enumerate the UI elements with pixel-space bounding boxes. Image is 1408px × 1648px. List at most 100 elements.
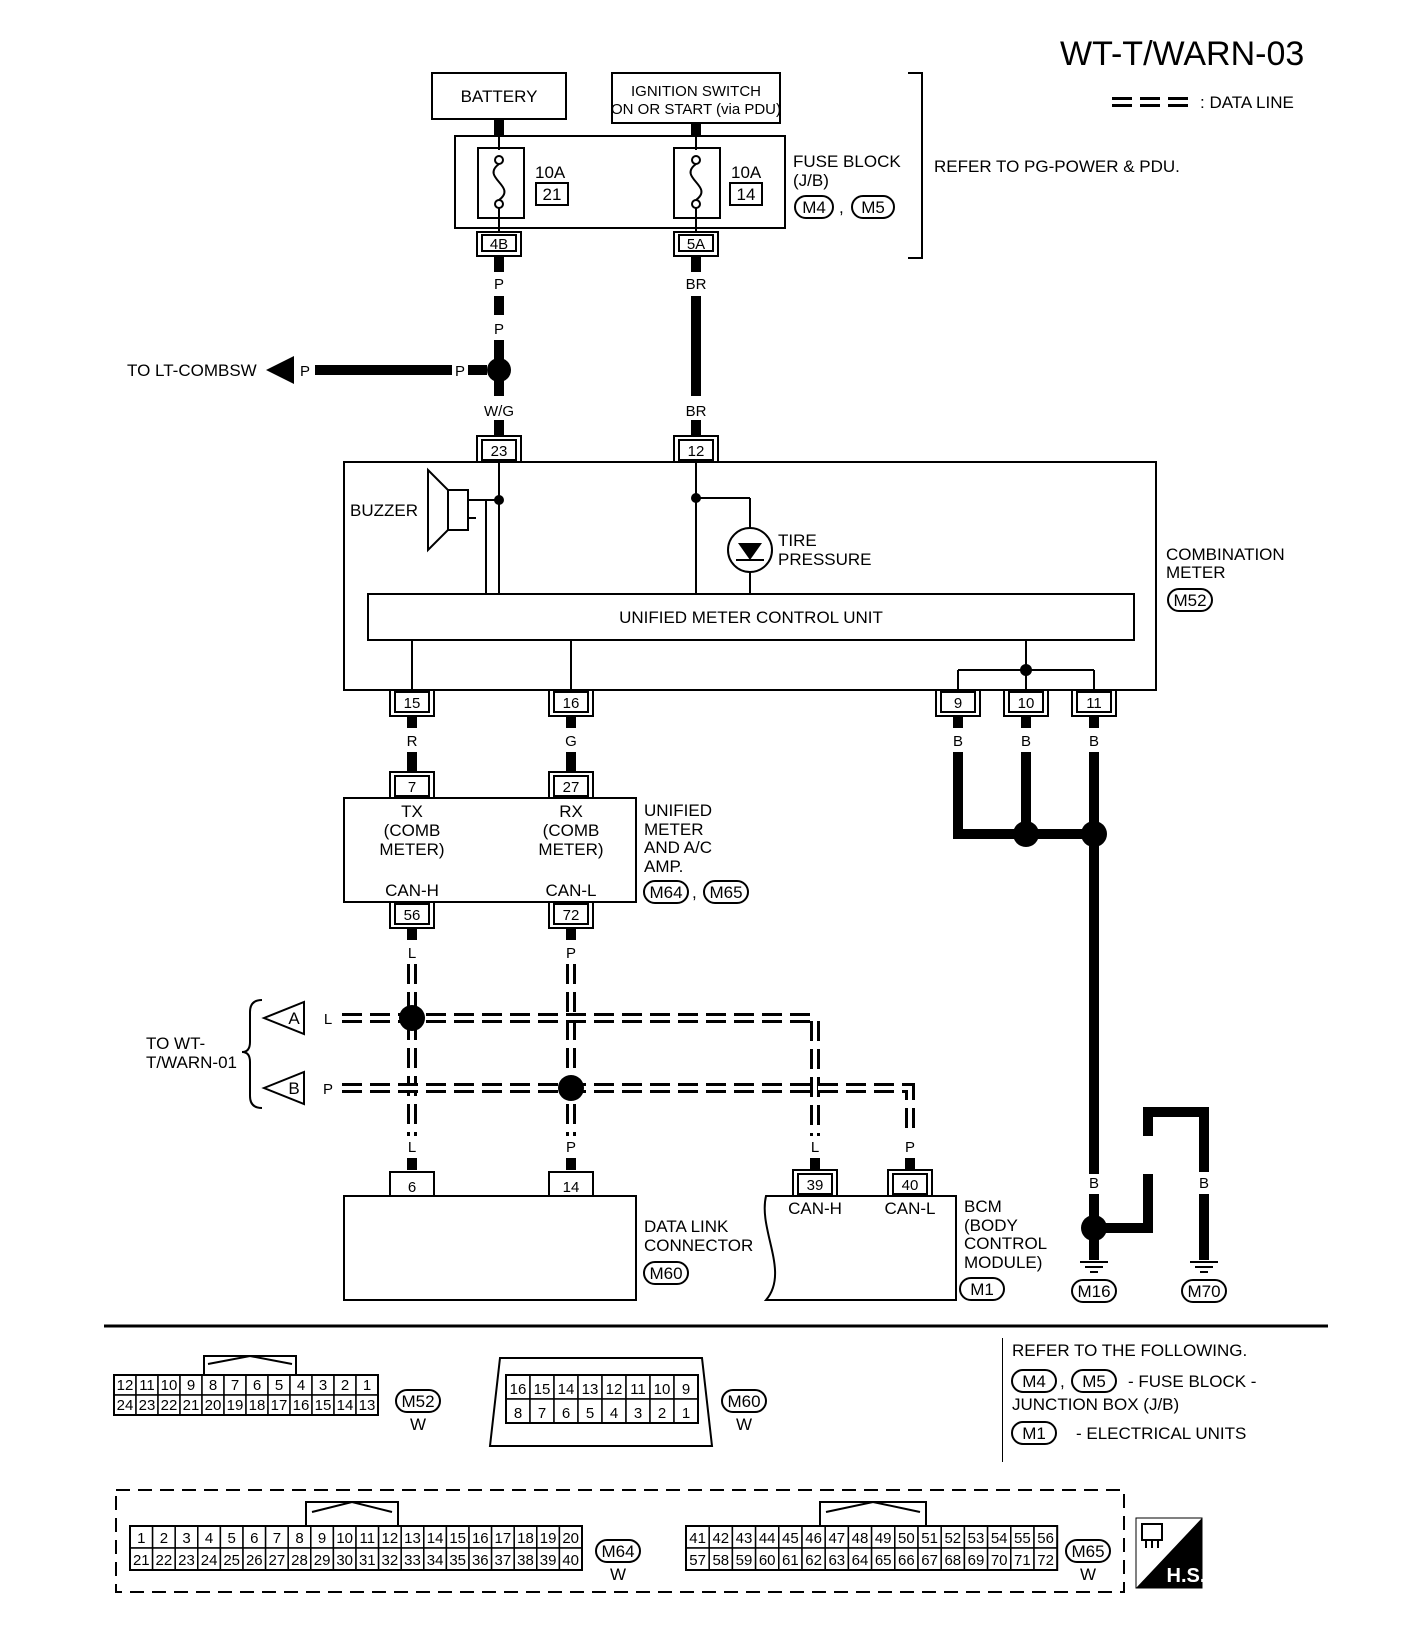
to-warn01-line1: TO WT- — [146, 1034, 205, 1053]
refer-pg-power: REFER TO PG-POWER & PDU. — [934, 157, 1180, 176]
connector-pin-label: 51 — [921, 1530, 938, 1547]
connector-outline — [129, 1525, 583, 1571]
connector-pin-label: 16 — [293, 1397, 310, 1414]
connector-pin-label: 5 — [275, 1377, 283, 1394]
connector-pin-label: 4 — [205, 1530, 213, 1547]
fuse-block-label: FUSE BLOCK — [793, 152, 901, 171]
connector-pin-label: 53 — [968, 1530, 985, 1547]
wire-p-label-6: P — [566, 1139, 576, 1156]
connector-pin-label: 57 — [689, 1552, 706, 1569]
connector-pin-label: 54 — [991, 1530, 1008, 1547]
connector-pin-label: 12 — [117, 1377, 134, 1394]
connector-pin-label: 19 — [227, 1397, 244, 1414]
connector-pin-label: 11 — [630, 1381, 646, 1398]
ground-icon-m16 — [1080, 1261, 1108, 1273]
bcm-label-2: (BODY — [964, 1216, 1018, 1235]
connector-pin-label: 6 — [253, 1377, 261, 1394]
connector-pin-label: 1 — [363, 1377, 371, 1394]
connector-m64-face — [305, 1500, 399, 1526]
bcm-label-1: BCM — [964, 1197, 1002, 1216]
connector-pin-label: 41 — [689, 1530, 706, 1547]
connector-outline — [113, 1374, 379, 1416]
wire-b-label-g3: B — [1199, 1175, 1209, 1192]
connector-pin-label: 64 — [852, 1552, 869, 1569]
connector-pin-label: 33 — [404, 1552, 421, 1569]
bcm-pin-39: 39 — [807, 1177, 824, 1194]
connector-pin-label: 20 — [562, 1530, 579, 1547]
connector-pin-label: 28 — [291, 1552, 308, 1569]
unified-label-3: AND A/C — [644, 838, 712, 857]
hs-badge: H.S. — [1135, 1517, 1205, 1589]
wire-b-label-g1: B — [1089, 1175, 1099, 1192]
connector-pin-label: 47 — [828, 1530, 845, 1547]
connector-outline — [505, 1374, 699, 1424]
ignition-line2: ON OR START (via PDU) — [611, 101, 781, 118]
can-data-lines: L L P P L P — [342, 928, 915, 1170]
battery-label: BATTERY — [461, 87, 538, 106]
dlc-pin-6: 6 — [408, 1179, 416, 1196]
connector-pin-label: 1 — [137, 1530, 145, 1547]
m52-color: W — [410, 1415, 426, 1434]
connector-pin-label: 3 — [182, 1530, 190, 1547]
connector-pin-label: 15 — [534, 1381, 551, 1398]
connector-pin-label: 61 — [782, 1552, 799, 1569]
connector-pin-label: 39 — [540, 1552, 557, 1569]
connector-pin-label: 23 — [178, 1552, 195, 1569]
connector-pin-label: 23 — [139, 1397, 156, 1414]
fuse2-number: 14 — [737, 185, 756, 204]
to-warn01-line2: T/WARN-01 — [146, 1053, 237, 1072]
connector-pin-label: 2 — [658, 1405, 666, 1422]
connector-a-label: A — [288, 1009, 300, 1028]
connector-pin-label: 36 — [472, 1552, 489, 1569]
pin-27-label: 27 — [563, 779, 580, 796]
connector-m52-face — [203, 1354, 297, 1375]
connector-pin-label: 60 — [759, 1552, 776, 1569]
wire-p-label-8: P — [323, 1081, 333, 1098]
connector-pin-label: 37 — [495, 1552, 512, 1569]
connector-pin-label: 11 — [139, 1377, 155, 1394]
pin-15-label: 15 — [404, 695, 421, 712]
wire-p-label-5: P — [566, 945, 576, 962]
connector-pin-label: 7 — [538, 1405, 546, 1422]
unified-meter-control-unit — [367, 593, 1135, 641]
fuse-block: 10A 21 10A 14 — [454, 135, 786, 238]
connector-pin-label: 11 — [360, 1530, 376, 1547]
ground-icon-m70 — [1190, 1261, 1218, 1273]
connector-pin-label: 15 — [315, 1397, 332, 1414]
terminal-5a: 5A — [673, 231, 719, 257]
bcm-canl-label: CAN-L — [884, 1199, 935, 1218]
terminal-4b: 4B — [476, 231, 522, 257]
pin-10-label: 10 — [1018, 695, 1035, 712]
refer-m5: M5 — [1082, 1372, 1106, 1391]
connector-pin-label: 55 — [1014, 1530, 1031, 1547]
bcm-pin-40: 40 — [902, 1177, 919, 1194]
rx-label: RX — [559, 802, 583, 821]
connector-pin-label: 72 — [1037, 1552, 1054, 1569]
control-unit-label: UNIFIED METER CONTROL UNIT — [619, 608, 883, 627]
pin-10: 10 — [1003, 689, 1049, 717]
connector-pin-label: 43 — [736, 1530, 753, 1547]
battery: BATTERY — [431, 72, 567, 120]
splice-can-h — [399, 1005, 425, 1031]
refer-electrical-units: - ELECTRICAL UNITS — [1076, 1424, 1246, 1443]
fuse-block-jb: (J/B) — [793, 171, 829, 190]
connector-pin-label: 24 — [117, 1397, 134, 1414]
page-title: WT-T/WARN-03 — [1060, 35, 1304, 73]
pin-16-label: 16 — [563, 695, 580, 712]
connector-pin-label: 50 — [898, 1530, 915, 1547]
bcm-canh-label: CAN-H — [788, 1199, 842, 1218]
connector-pin-label: 10 — [161, 1377, 178, 1394]
connector-pin-label: 14 — [427, 1530, 444, 1547]
connector-pin-label: 9 — [682, 1381, 690, 1398]
connector-pin-label: 6 — [562, 1405, 570, 1422]
connector-pin-label: 34 — [427, 1552, 444, 1569]
connector-pin-label: 21 — [183, 1397, 200, 1414]
connector-pin-label: 38 — [517, 1552, 534, 1569]
connector-pin-label: 49 — [875, 1530, 892, 1547]
connector-pin-label: 29 — [314, 1552, 331, 1569]
connector-outline — [685, 1525, 1059, 1571]
connector-pin-label: 62 — [805, 1552, 822, 1569]
refer-m1: M1 — [1022, 1424, 1046, 1443]
dlc-label-2: CONNECTOR — [644, 1236, 753, 1255]
refer-m4: M4 — [1022, 1372, 1046, 1391]
